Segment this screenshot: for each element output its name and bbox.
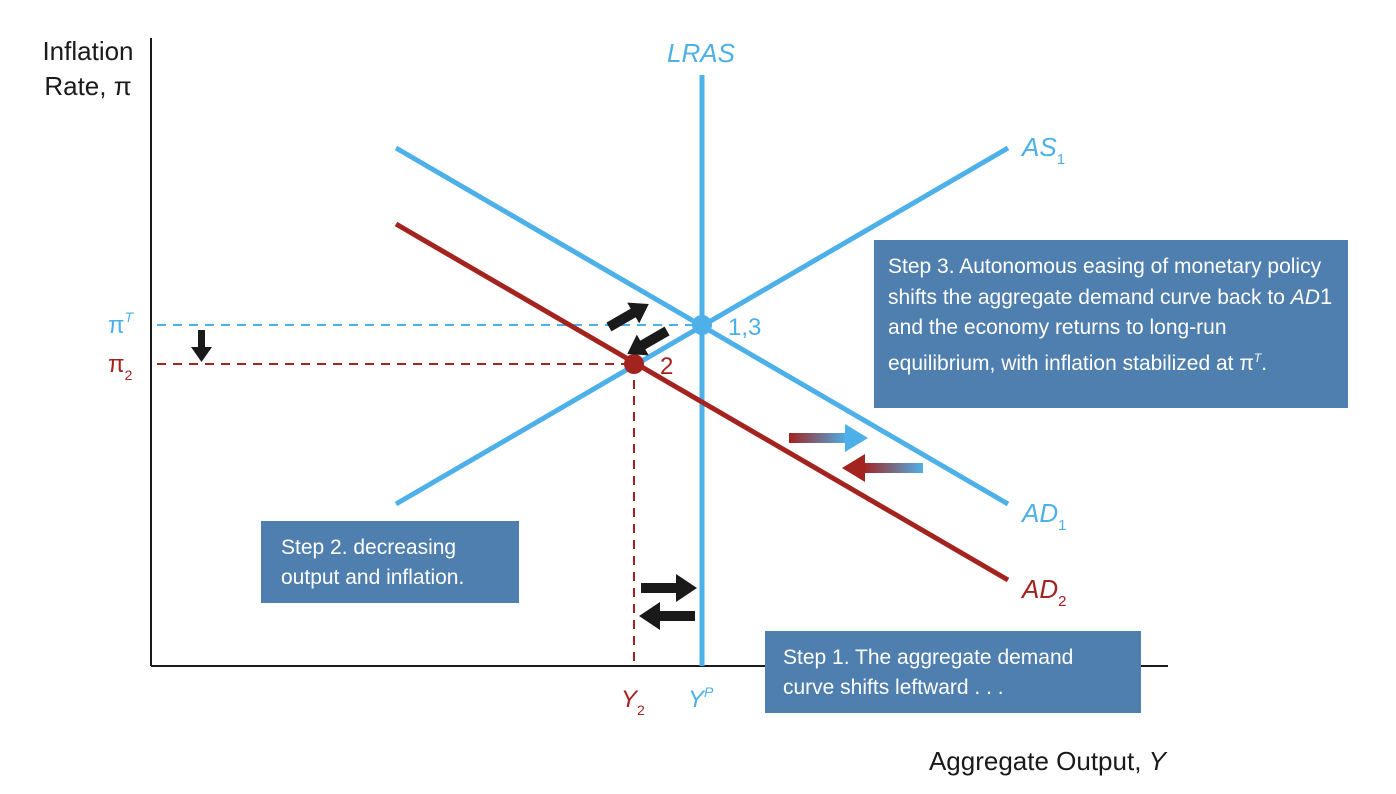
step3-callout: Step 3. Autonomous easing of monetary po… (874, 240, 1348, 408)
pi-target-tick: πT (108, 309, 135, 339)
y2-tick: Y2 (621, 686, 645, 718)
x-axis-title: Aggregate Output, Y (929, 746, 1168, 776)
equilibrium-point-2 (624, 354, 644, 374)
step3-text-mid: and the economy returns to long-run equi… (888, 316, 1240, 375)
ad-shift-left-arrow (842, 454, 923, 482)
output-left-arrow (639, 602, 695, 630)
pi2-tick: π2 (108, 351, 133, 383)
step3-ad-sub: 1 (1319, 284, 1333, 309)
output-right-arrow (641, 574, 697, 602)
shift-down-arrow (627, 326, 670, 356)
shift-up-arrow (606, 302, 649, 332)
equilibrium-point-13 (692, 315, 712, 335)
step3-pi-sup: T (1253, 351, 1262, 365)
step2-text: Step 2. decreasing output and inflation. (281, 536, 465, 589)
step3-text-end: . (1261, 352, 1268, 375)
ad2-label: AD2 (1020, 574, 1066, 610)
step1-text: Step 1. The aggregate demand curve shift… (783, 646, 1074, 699)
lras-label: LRAS (667, 38, 736, 68)
inflation-decrease-arrow (191, 330, 212, 362)
ad2-curve (394, 221, 1010, 583)
step3-text-pre: Step 3. Autonomous easing of monetary po… (888, 255, 1322, 309)
yp-tick: YP (688, 684, 714, 713)
point-2-label: 2 (660, 353, 673, 380)
ad1-label: AD1 (1020, 498, 1066, 534)
y-axis-title-line1: Inflation (42, 36, 133, 66)
step3-pi: π (1239, 352, 1254, 375)
step2-callout: Step 2. decreasing output and inflation. (261, 521, 519, 603)
step1-callout: Step 1. The aggregate demand curve shift… (765, 631, 1141, 713)
y-axis-title-line2: Rate, π (44, 71, 131, 101)
step3-ad: AD (1290, 286, 1320, 309)
as1-label: AS1 (1020, 132, 1065, 168)
ad-shift-right-arrow (789, 424, 868, 452)
point-13-label: 1,3 (728, 314, 761, 341)
